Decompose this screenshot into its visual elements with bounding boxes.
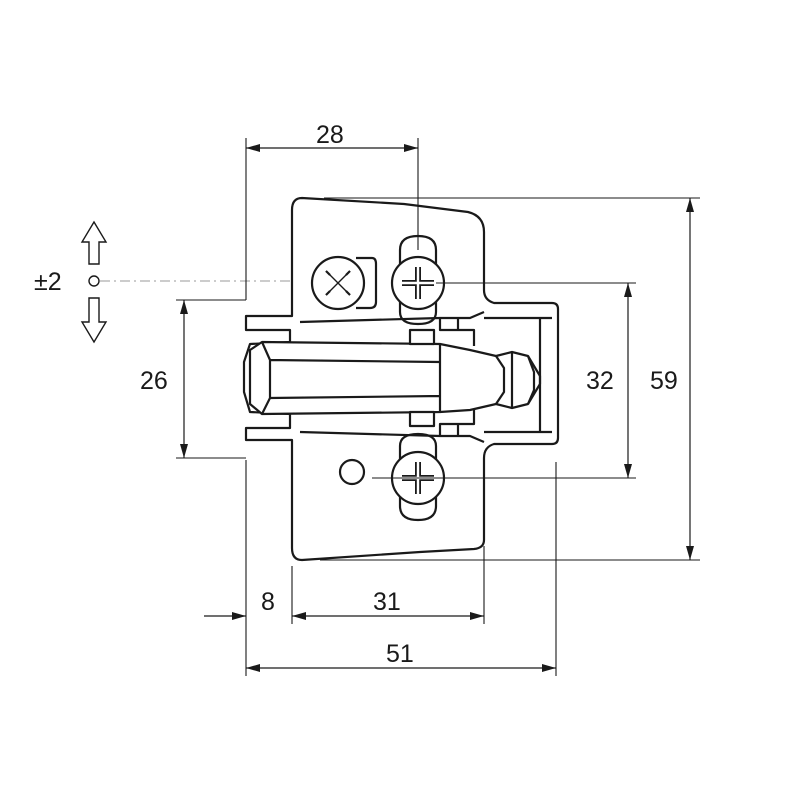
cam-arm-tip (495, 352, 542, 408)
dim-label-8: 8 (261, 588, 275, 616)
dim-label-59: 59 (650, 367, 678, 395)
dim-label-26: 26 (140, 367, 168, 395)
inner-step-upper (438, 318, 476, 346)
screw-top-right (390, 255, 446, 311)
mounting-plate (242, 196, 560, 562)
dim-line-26 (180, 300, 188, 458)
pilot-hole (338, 458, 366, 486)
dim-label-28: 28 (316, 121, 344, 149)
slot-top-right (398, 234, 438, 326)
dim-label-31: 31 (373, 588, 401, 616)
dim-label-51: 51 (386, 640, 414, 668)
arrow-up-icon (80, 220, 108, 265)
extension-lines (176, 138, 700, 676)
dim-line-59 (686, 198, 694, 560)
left-screw-bracket (356, 256, 378, 310)
inner-step-lower (438, 408, 476, 436)
dim-label-32: 32 (586, 367, 614, 395)
dim-line-32 (624, 283, 632, 478)
rail-stud-top (408, 328, 436, 346)
screw-left (310, 255, 366, 311)
adjustment-indicator (80, 220, 108, 344)
rail-stud-bottom (408, 410, 436, 428)
rail-lower-edge (299, 430, 485, 444)
dim-line-31 (470, 612, 484, 620)
label-adjustment: ±2 (34, 268, 62, 296)
dim-line-51 (246, 664, 556, 672)
arrow-down-icon (80, 297, 108, 344)
rail-upper-edge (299, 310, 485, 324)
cam-arm-facet (260, 341, 442, 415)
dim-line-8 (204, 612, 484, 620)
pivot-circle-icon (88, 275, 100, 287)
slot-bottom-right (398, 432, 438, 522)
dim-line-28 (246, 144, 418, 152)
